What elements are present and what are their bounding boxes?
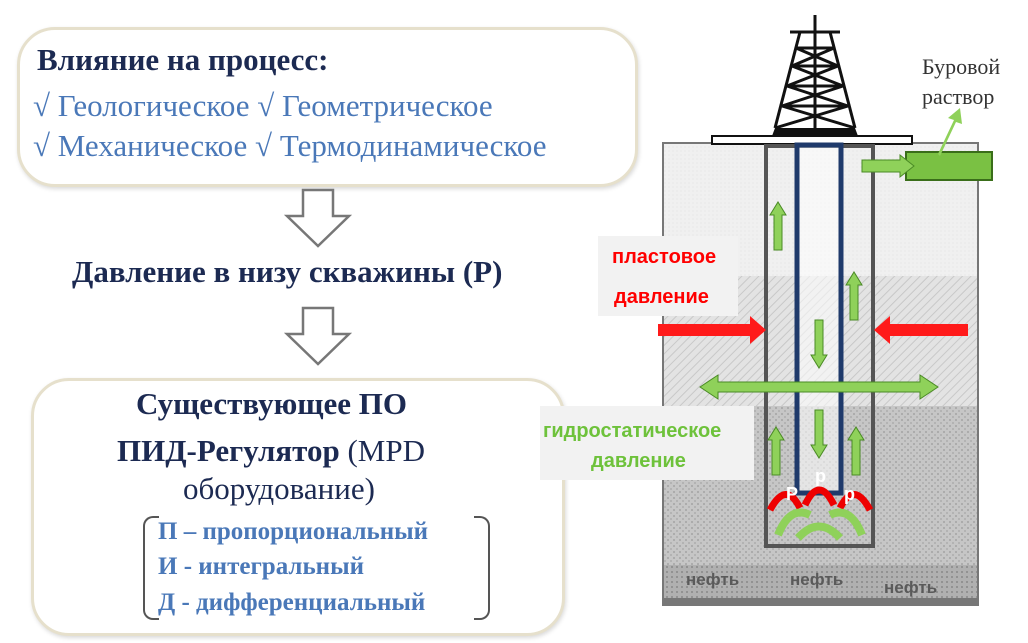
software-box [31, 378, 565, 636]
pid-line-1: ПИД-Регулятор (MPD [117, 433, 425, 469]
down-arrow-icon [283, 306, 353, 366]
pid-item-p: П – пропорциональный [158, 518, 429, 545]
influence-line-2: √ Механическое √ Термодинамическое [33, 128, 547, 163]
flow-arrows [699, 201, 939, 476]
well-diagram: P p p нефть нефть нефть [658, 15, 993, 606]
down-arrow-icon [283, 188, 353, 248]
formation-arrows [658, 316, 968, 344]
oil-label-2: нефть [790, 570, 843, 589]
influence-title: Влияние на процесс: [37, 42, 329, 77]
formation-label-line-2: давление [614, 286, 709, 308]
pid-mpd: (MPD [339, 433, 425, 468]
left-bracket [143, 516, 159, 620]
pid-line-2: оборудование) [183, 471, 375, 506]
right-bracket [474, 516, 490, 620]
influence-line-1: √ Геологическое √ Геометрическое [33, 88, 493, 123]
bottom-hole [766, 486, 874, 541]
pressure-label: Давление в низу скважины (P) [72, 254, 503, 289]
software-title: Существующее ПО [136, 386, 407, 421]
mud-label-line-2: раствор [922, 84, 995, 109]
pid-item-i: И - интегральный [158, 553, 365, 580]
hydro-label-line-2: давление [591, 450, 686, 472]
influence-box [17, 27, 638, 187]
p-label-2: p [815, 466, 826, 486]
p-label-1: P [786, 484, 798, 504]
derrick-icon [773, 15, 857, 130]
mud-label-line-1: Буровой [922, 54, 1001, 79]
hydro-label-line-1: гидростатическое [543, 420, 722, 442]
pid-item-d: Д - дифференциальный [158, 589, 426, 616]
oil-label-1: нефть [686, 570, 739, 589]
formation-label-box [598, 236, 738, 316]
hydro-label-box [540, 406, 754, 480]
p-label-3: p [844, 484, 855, 504]
pid-label: ПИД-Регулятор [117, 433, 340, 468]
mud-tank [905, 151, 993, 181]
formation-label-line-1: пластовое [612, 246, 717, 268]
oil-label-3: нефть [884, 578, 937, 597]
